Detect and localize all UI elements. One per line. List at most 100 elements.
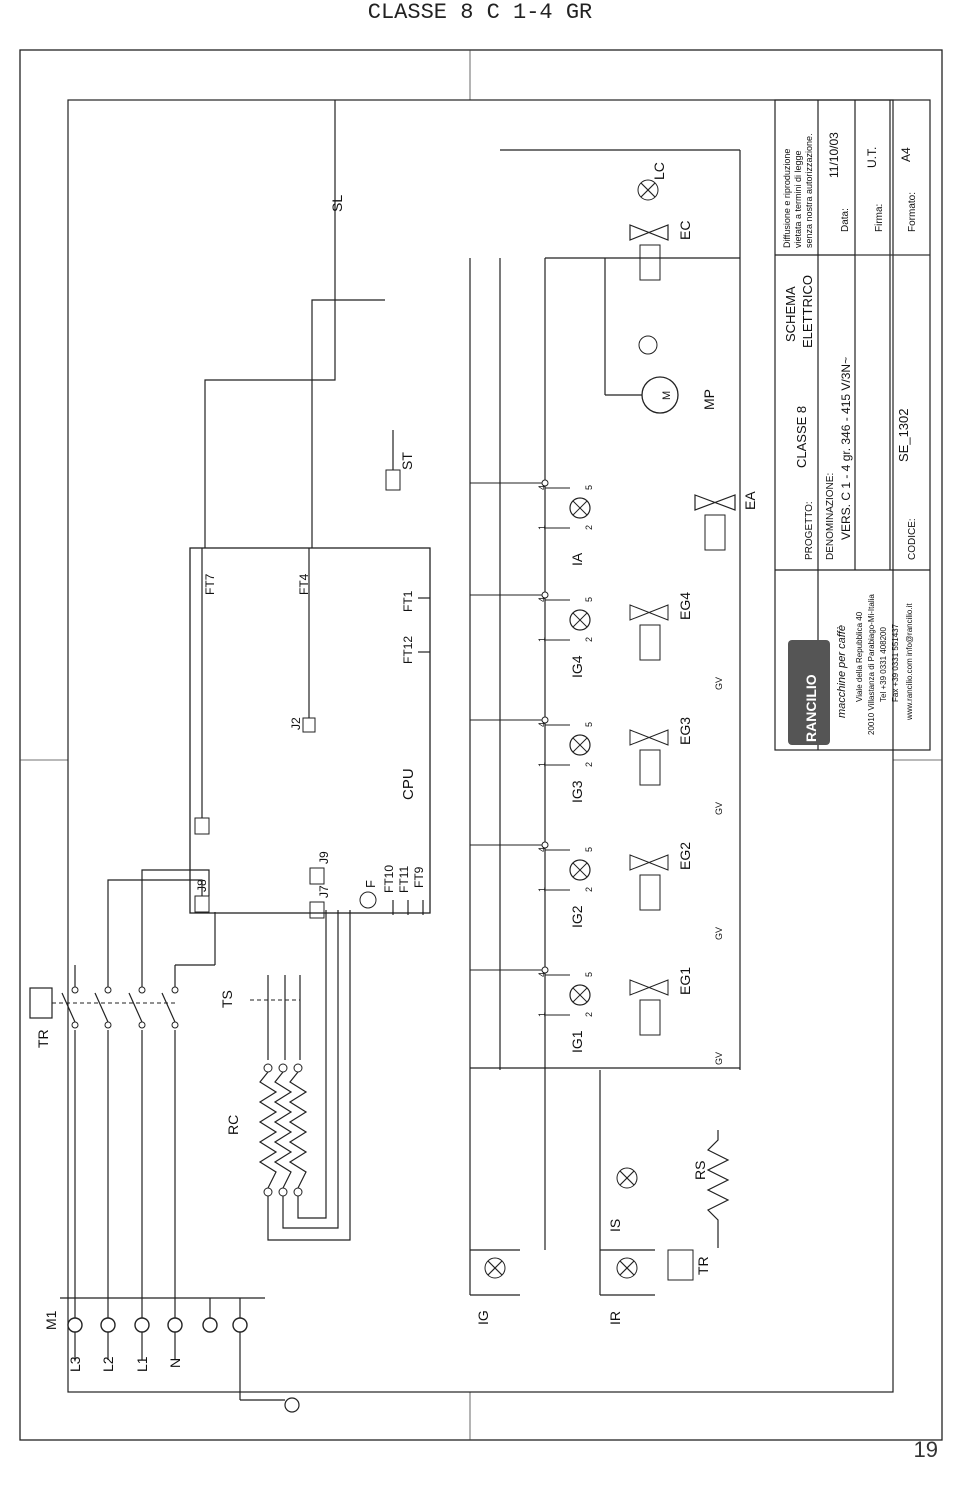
LC-lamp bbox=[637, 179, 659, 201]
pin-p5-ig3: 5 bbox=[584, 722, 594, 727]
pin-p4-ia: 4 bbox=[537, 485, 547, 490]
TR-thermostat bbox=[667, 1249, 694, 1281]
tb-firma-label: Firma: bbox=[874, 204, 885, 232]
pin-p5-ia: 5 bbox=[584, 485, 594, 490]
contactor-TR bbox=[52, 986, 179, 1029]
label-RC: RC bbox=[225, 1115, 241, 1135]
label-SL: SL bbox=[329, 195, 345, 212]
connector-J8 bbox=[194, 895, 210, 913]
tb-codice-value: SE_1302 bbox=[896, 409, 911, 463]
tb-company-brand: RANCILIO bbox=[803, 674, 819, 742]
label-M: M bbox=[661, 391, 673, 400]
supply-terminals bbox=[60, 1297, 300, 1413]
label-N: N bbox=[167, 1358, 183, 1368]
label-gv: GV bbox=[714, 677, 724, 690]
IS-lamp bbox=[616, 1167, 638, 1189]
pin-p5-ig2: 5 bbox=[584, 847, 594, 852]
label-FT10: FT10 bbox=[382, 865, 396, 893]
label-gv: GV bbox=[714, 1052, 724, 1065]
label-ig2: IG2 bbox=[569, 905, 585, 928]
tb-diffusione-1: Diffusione e riproduzione bbox=[782, 149, 792, 248]
tb-formato-label: Formato: bbox=[907, 192, 918, 232]
pin-p1-ia: 1 bbox=[537, 525, 547, 530]
pin-p4-ig1: 4 bbox=[537, 972, 547, 977]
tb-company-web: www.rancilio.com info@rancilio.it bbox=[905, 603, 914, 721]
label-EA: EA bbox=[742, 491, 758, 510]
label-IR: IR bbox=[607, 1311, 623, 1325]
label-ig4: IG4 bbox=[569, 655, 585, 678]
label-L1: L1 bbox=[134, 1356, 150, 1372]
pin-p2-ig1: 2 bbox=[584, 1012, 594, 1017]
pin-p1-ig4: 1 bbox=[537, 637, 547, 642]
connector-FT7-box bbox=[194, 817, 210, 835]
label-M1: M1 bbox=[43, 1310, 59, 1330]
pin-p2-ig2: 2 bbox=[584, 887, 594, 892]
tb-denominazione-label: DENOMINAZIONE: bbox=[825, 473, 836, 560]
label-FT11: FT11 bbox=[397, 866, 411, 893]
label-IG: IG bbox=[475, 1310, 491, 1325]
pin-p4-ig2: 4 bbox=[537, 847, 547, 852]
CPU-board bbox=[189, 547, 431, 914]
EC-valve bbox=[639, 244, 661, 281]
tb-company-fax: Fax +39 0331 551437 bbox=[891, 623, 900, 702]
label-J9: J9 bbox=[317, 851, 331, 864]
EA-valve bbox=[704, 514, 726, 551]
tb-progetto-label: PROGETTO: bbox=[804, 501, 815, 560]
tb-schema-2: ELETTRICO bbox=[800, 275, 815, 348]
tb-data-value: 11/10/03 bbox=[827, 132, 841, 178]
pin-p5-ig4: 5 bbox=[584, 597, 594, 602]
label-eg2: EG2 bbox=[677, 842, 693, 870]
tb-company-address-1: Viale della Repubblica 40 bbox=[855, 611, 864, 702]
connector-J7 bbox=[309, 901, 325, 919]
label-J2: J2 bbox=[289, 717, 303, 730]
pin-p1-ig2: 1 bbox=[537, 887, 547, 892]
pin-p2-ig4: 2 bbox=[584, 637, 594, 642]
TR-relay-coil bbox=[29, 987, 53, 1019]
connector-J9 bbox=[309, 867, 325, 885]
label-IS: IS bbox=[607, 1219, 623, 1232]
label-J7: J7 bbox=[317, 885, 331, 898]
label-FT12: FT12 bbox=[401, 636, 415, 664]
ST-probe bbox=[385, 469, 401, 491]
label-eg3: EG3 bbox=[677, 717, 693, 745]
page-title: CLASSE 8 C 1-4 GR bbox=[367, 0, 593, 25]
connector-J2 bbox=[302, 717, 316, 733]
IG-switch bbox=[469, 1249, 520, 1296]
label-F: F bbox=[363, 880, 378, 888]
label-FT7: FT7 bbox=[203, 573, 217, 595]
tb-diffusione-2: vietata a termini di legge bbox=[793, 150, 803, 248]
tb-schema-1: SCHEMA bbox=[783, 286, 798, 342]
pin-p2-ig3: 2 bbox=[584, 762, 594, 767]
company-logo bbox=[788, 640, 830, 745]
pin-p5-ig1: 5 bbox=[584, 972, 594, 977]
label-ia: IA bbox=[569, 552, 585, 566]
fuse-F bbox=[359, 891, 377, 909]
label-LC: LC bbox=[651, 162, 667, 180]
label-ig1: IG1 bbox=[569, 1030, 585, 1053]
tb-company-tagline: macchine per caffè bbox=[836, 625, 848, 718]
pin-p1-ig1: 1 bbox=[537, 1012, 547, 1017]
label-FT9: FT9 bbox=[412, 866, 426, 888]
tb-progetto-value: CLASSE 8 bbox=[794, 406, 809, 468]
label-RS: RS bbox=[692, 1161, 708, 1180]
pin-p1-ig3: 1 bbox=[537, 762, 547, 767]
label-L2: L2 bbox=[100, 1356, 116, 1372]
label-gv: GV bbox=[714, 927, 724, 940]
label-L3: L3 bbox=[67, 1356, 83, 1372]
tb-firma-value: U.T. bbox=[865, 147, 879, 168]
tb-diffusione-3: senza nostra autorizzazione. bbox=[804, 133, 814, 248]
RC-heater bbox=[258, 1063, 308, 1197]
label-ST: ST bbox=[399, 452, 415, 470]
label-eg1: EG1 bbox=[677, 967, 693, 995]
tb-company-address-2: 20010 Villastanza di Parabiago-Mi-Italia bbox=[867, 594, 876, 735]
label-gv: GV bbox=[714, 802, 724, 815]
label-MP: MP bbox=[701, 389, 717, 410]
TS-switches bbox=[250, 975, 301, 1060]
label-CPU: CPU bbox=[400, 768, 417, 800]
